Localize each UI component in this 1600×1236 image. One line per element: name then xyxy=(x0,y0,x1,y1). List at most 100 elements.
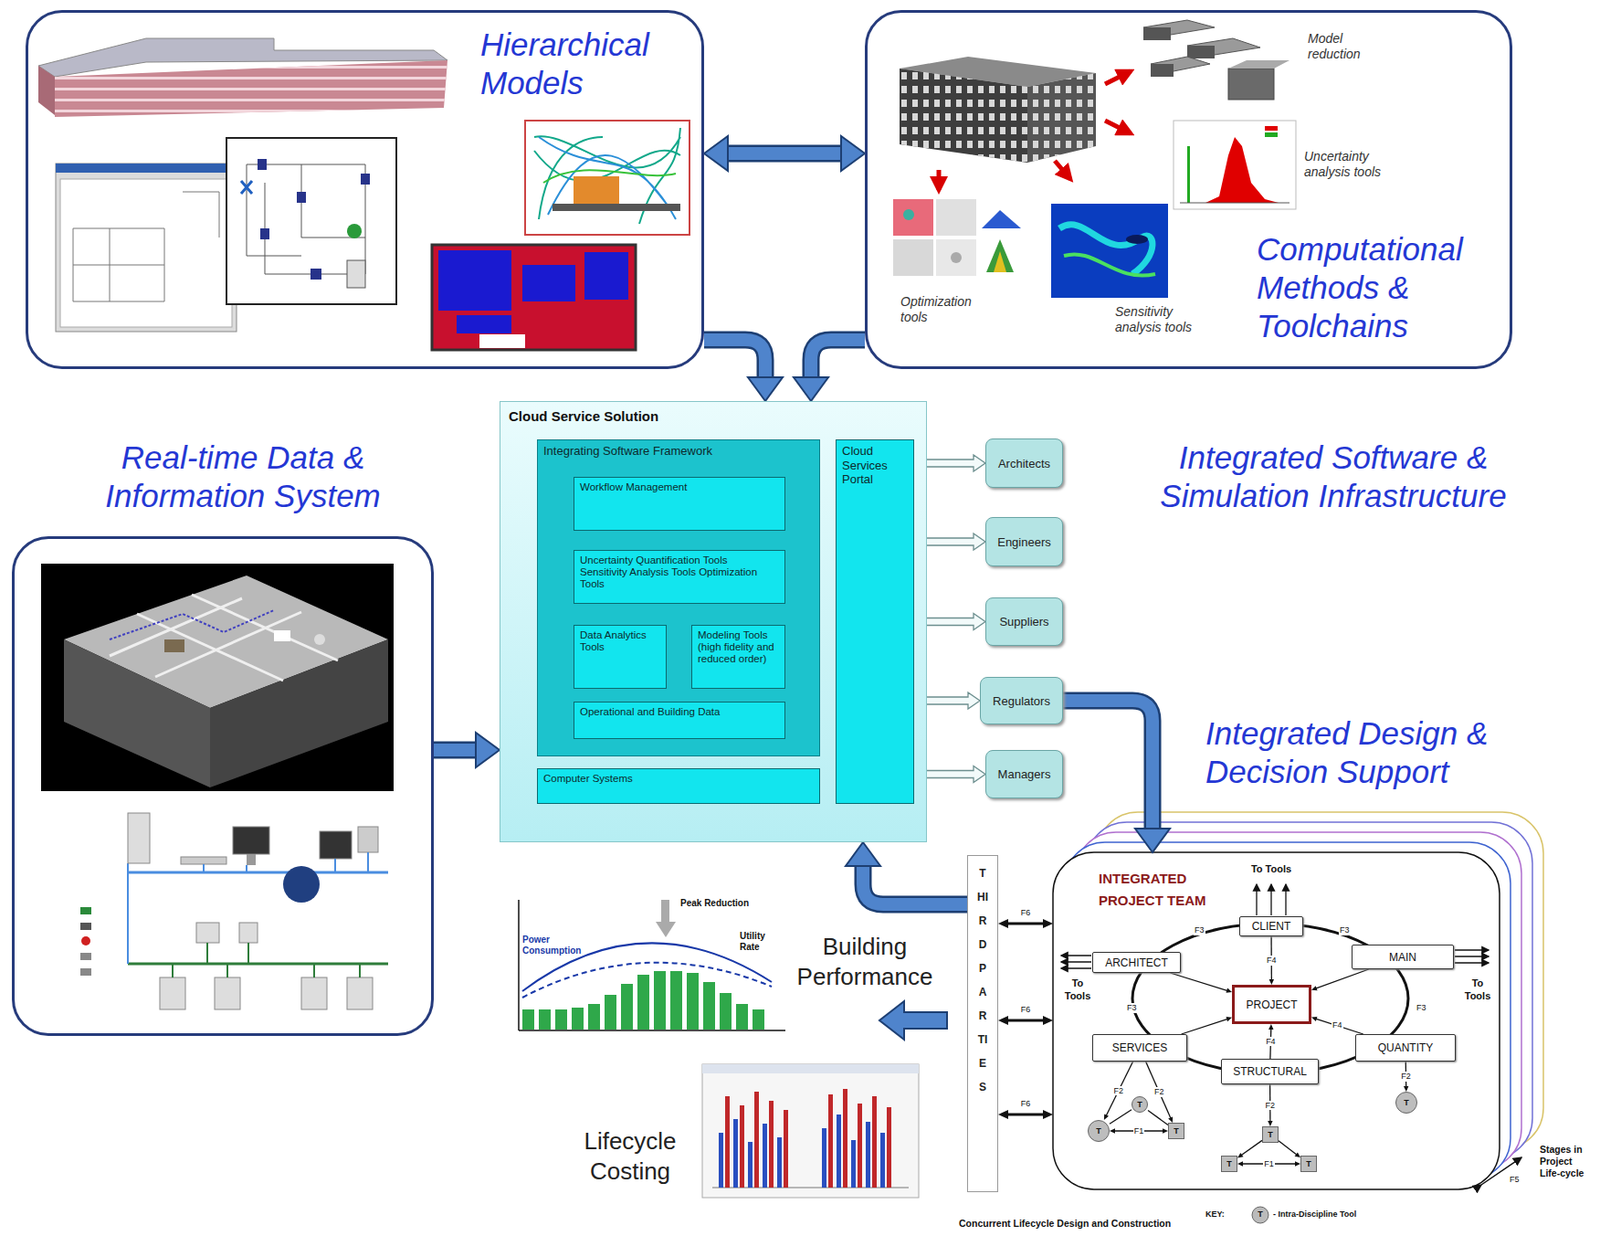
annotation-label: Model reduction xyxy=(1307,31,1381,63)
tool-arrows xyxy=(1061,967,1092,969)
connector-line xyxy=(1006,1113,1045,1116)
tool-arrows xyxy=(1454,955,1489,957)
annotation-label: Optimization tools xyxy=(900,294,992,326)
tool-circle: T xyxy=(1131,1095,1148,1113)
actor-box: Regulators xyxy=(979,676,1064,725)
actor-box: Engineers xyxy=(985,516,1064,567)
cost-screenshot xyxy=(725,1088,892,1188)
cloud-box: Cloud Service SolutionIntegrating Softwa… xyxy=(499,400,927,843)
optimization-tiles xyxy=(936,239,977,276)
annotation-label: To Tools xyxy=(1457,977,1498,1003)
method-arrows xyxy=(1054,160,1071,179)
model-reduction-image xyxy=(1150,63,1174,77)
sensitivity-map xyxy=(1063,253,1156,275)
arrow-head xyxy=(1042,918,1053,928)
edge-label: F2 xyxy=(1153,1086,1166,1097)
stage-arrow xyxy=(1481,1157,1522,1185)
connector-line xyxy=(1105,1061,1134,1116)
thermal-map xyxy=(456,315,512,334)
apartment-render xyxy=(164,639,185,653)
tool-arrows xyxy=(1454,961,1489,963)
tool-circle: T xyxy=(1395,1091,1418,1114)
project-box: PROJECT xyxy=(1231,984,1312,1024)
annotation-label: F3 xyxy=(1338,925,1351,936)
tool-circle: T xyxy=(1087,1119,1110,1142)
connector xyxy=(998,1015,1053,1025)
cost-screenshot xyxy=(821,1127,827,1188)
performance-arrow xyxy=(879,1000,948,1040)
thermal-map xyxy=(584,252,629,300)
network-diagram xyxy=(196,922,220,943)
method-arrows xyxy=(936,169,942,190)
arrow-head xyxy=(704,136,728,171)
stage-arrow xyxy=(1481,1157,1522,1185)
power-chart xyxy=(621,983,633,1030)
power-chart xyxy=(522,962,772,998)
network-diagram xyxy=(301,977,327,1010)
cfd-room-image xyxy=(573,176,620,204)
tool-arrows xyxy=(1454,948,1489,950)
cost-screenshot xyxy=(842,1088,848,1188)
connector-line xyxy=(1109,1109,1132,1124)
floor-plan-screen xyxy=(55,163,237,332)
role-box: QUANTITY xyxy=(1355,1033,1456,1062)
annotation-label: Peak Reduction xyxy=(680,897,781,909)
building-model xyxy=(38,38,448,117)
network-diagram xyxy=(126,863,129,964)
tool-arrows xyxy=(1270,884,1272,916)
role-box: ARCHITECT xyxy=(1092,951,1181,973)
legend-sample xyxy=(1252,1206,1269,1223)
team-box: Integrated Design & Decision SupportINTE… xyxy=(1052,852,1500,1190)
arrow-head xyxy=(1237,1152,1244,1158)
connector xyxy=(1311,1016,1364,1034)
node-text: Integrated Design & Decision Support xyxy=(1205,714,1521,791)
thermal-map xyxy=(431,244,636,350)
node-text: MAIN xyxy=(1389,950,1417,964)
connector-line xyxy=(1241,1139,1263,1155)
arrow-shaft-outline xyxy=(433,741,478,759)
network-diagram xyxy=(80,968,92,976)
network-diagram xyxy=(172,963,360,978)
tool-square: T xyxy=(1262,1126,1279,1143)
cost-screenshot xyxy=(739,1105,745,1188)
uncertainty-histogram xyxy=(1187,146,1190,203)
node-text: T xyxy=(1305,1158,1312,1169)
annotation-label: F3 xyxy=(1126,1002,1138,1013)
node-text: SERVICES xyxy=(1112,1041,1168,1054)
cost-screenshot xyxy=(702,1063,919,1074)
legend-text: - Intra-Discipline Tool xyxy=(1273,1209,1357,1219)
node-text: INTEGRATED PROJECT TEAM xyxy=(1098,867,1227,912)
node-text: Data Analytics Tools xyxy=(579,629,663,653)
power-chart xyxy=(655,921,676,937)
cost-screenshot xyxy=(702,1063,919,1198)
annotation-label: F5 xyxy=(1508,1174,1521,1185)
apartment-render xyxy=(41,563,394,791)
portal-box: Cloud Services Portal xyxy=(835,439,915,804)
edge-label: F1 xyxy=(1133,1126,1146,1137)
system-schematic xyxy=(347,260,366,288)
network-diagram xyxy=(232,826,270,854)
connector xyxy=(793,339,865,401)
actor-box: Architects xyxy=(985,438,1064,488)
power-chart xyxy=(555,1009,568,1030)
power-chart xyxy=(518,899,786,1031)
optimization-tiles xyxy=(950,252,962,264)
arrow-head xyxy=(1042,1109,1053,1119)
connector xyxy=(1278,1140,1301,1158)
cost-screenshot xyxy=(857,1103,863,1188)
edge-label: F1 xyxy=(1263,1158,1275,1169)
node-text: Suppliers xyxy=(999,614,1049,629)
method-arrows xyxy=(1105,71,1131,85)
power-chart xyxy=(686,972,699,1030)
cost-screenshot xyxy=(702,1063,919,1198)
optimization-tiles xyxy=(981,210,1022,229)
cost-screenshot xyxy=(828,1094,833,1188)
building-energy-model xyxy=(899,56,1096,163)
thermal-map xyxy=(438,250,512,311)
arrow-head xyxy=(1311,1016,1318,1022)
system-schematic xyxy=(347,223,362,239)
connector xyxy=(1109,1109,1132,1124)
apartment-render xyxy=(109,610,274,640)
cost-screenshot xyxy=(747,1141,753,1188)
node-text: T xyxy=(1136,1099,1143,1109)
